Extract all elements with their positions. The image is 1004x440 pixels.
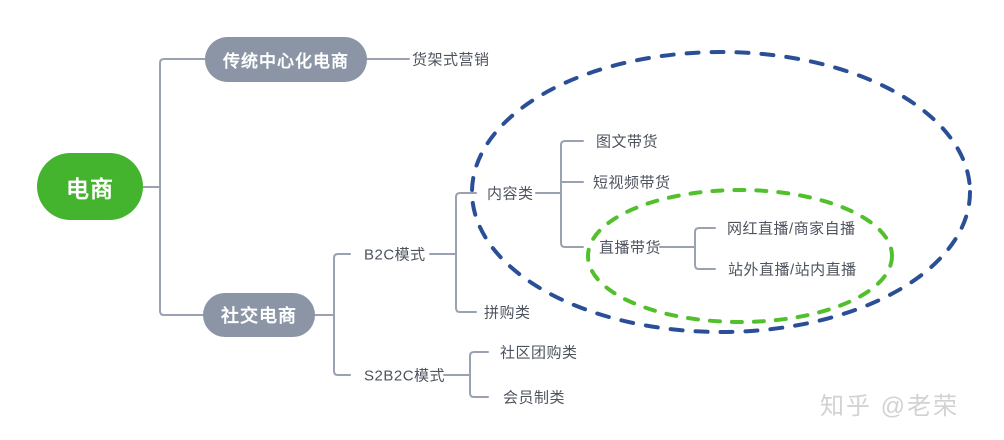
green-dashed-ellipse (586, 188, 894, 324)
label-offsite-onsite-live: 站外直播/站内直播 (728, 261, 857, 279)
label-b2c-mode: B2C模式 (364, 246, 426, 264)
node-social-ecommerce: 社交电商 (203, 293, 315, 337)
connector-root-bracket (159, 58, 206, 316)
label-community-group-buying: 社区团购类 (500, 344, 578, 362)
label-short-video-selling: 短视频带货 (593, 174, 671, 192)
connector-live-bracket (694, 227, 716, 270)
connector-s2b2c-bracket (469, 351, 489, 398)
zhihu-watermark: 知乎 @老荣 (820, 393, 960, 420)
blue-dashed-ellipse (470, 50, 972, 334)
label-shelf-marketing: 货架式营销 (412, 51, 490, 69)
label-image-text-selling: 图文带货 (596, 133, 659, 151)
connector-social-bracket (333, 253, 351, 376)
root-node-ecommerce: 电商 (37, 153, 143, 220)
label-influencer-merchant-live: 网红直播/商家自播 (727, 220, 856, 238)
label-group-buying-category: 拼购类 (484, 304, 531, 322)
label-live-stream-selling: 直播带货 (599, 239, 662, 257)
label-membership-category: 会员制类 (503, 389, 566, 407)
label-s2b2c-mode: S2B2C模式 (364, 367, 446, 385)
node-traditional-centralized-ecommerce: 传统中心化电商 (205, 37, 367, 82)
label-content-category: 内容类 (487, 185, 534, 203)
connector-b2c-bracket (455, 192, 477, 313)
connector-content-bracket (560, 140, 584, 248)
